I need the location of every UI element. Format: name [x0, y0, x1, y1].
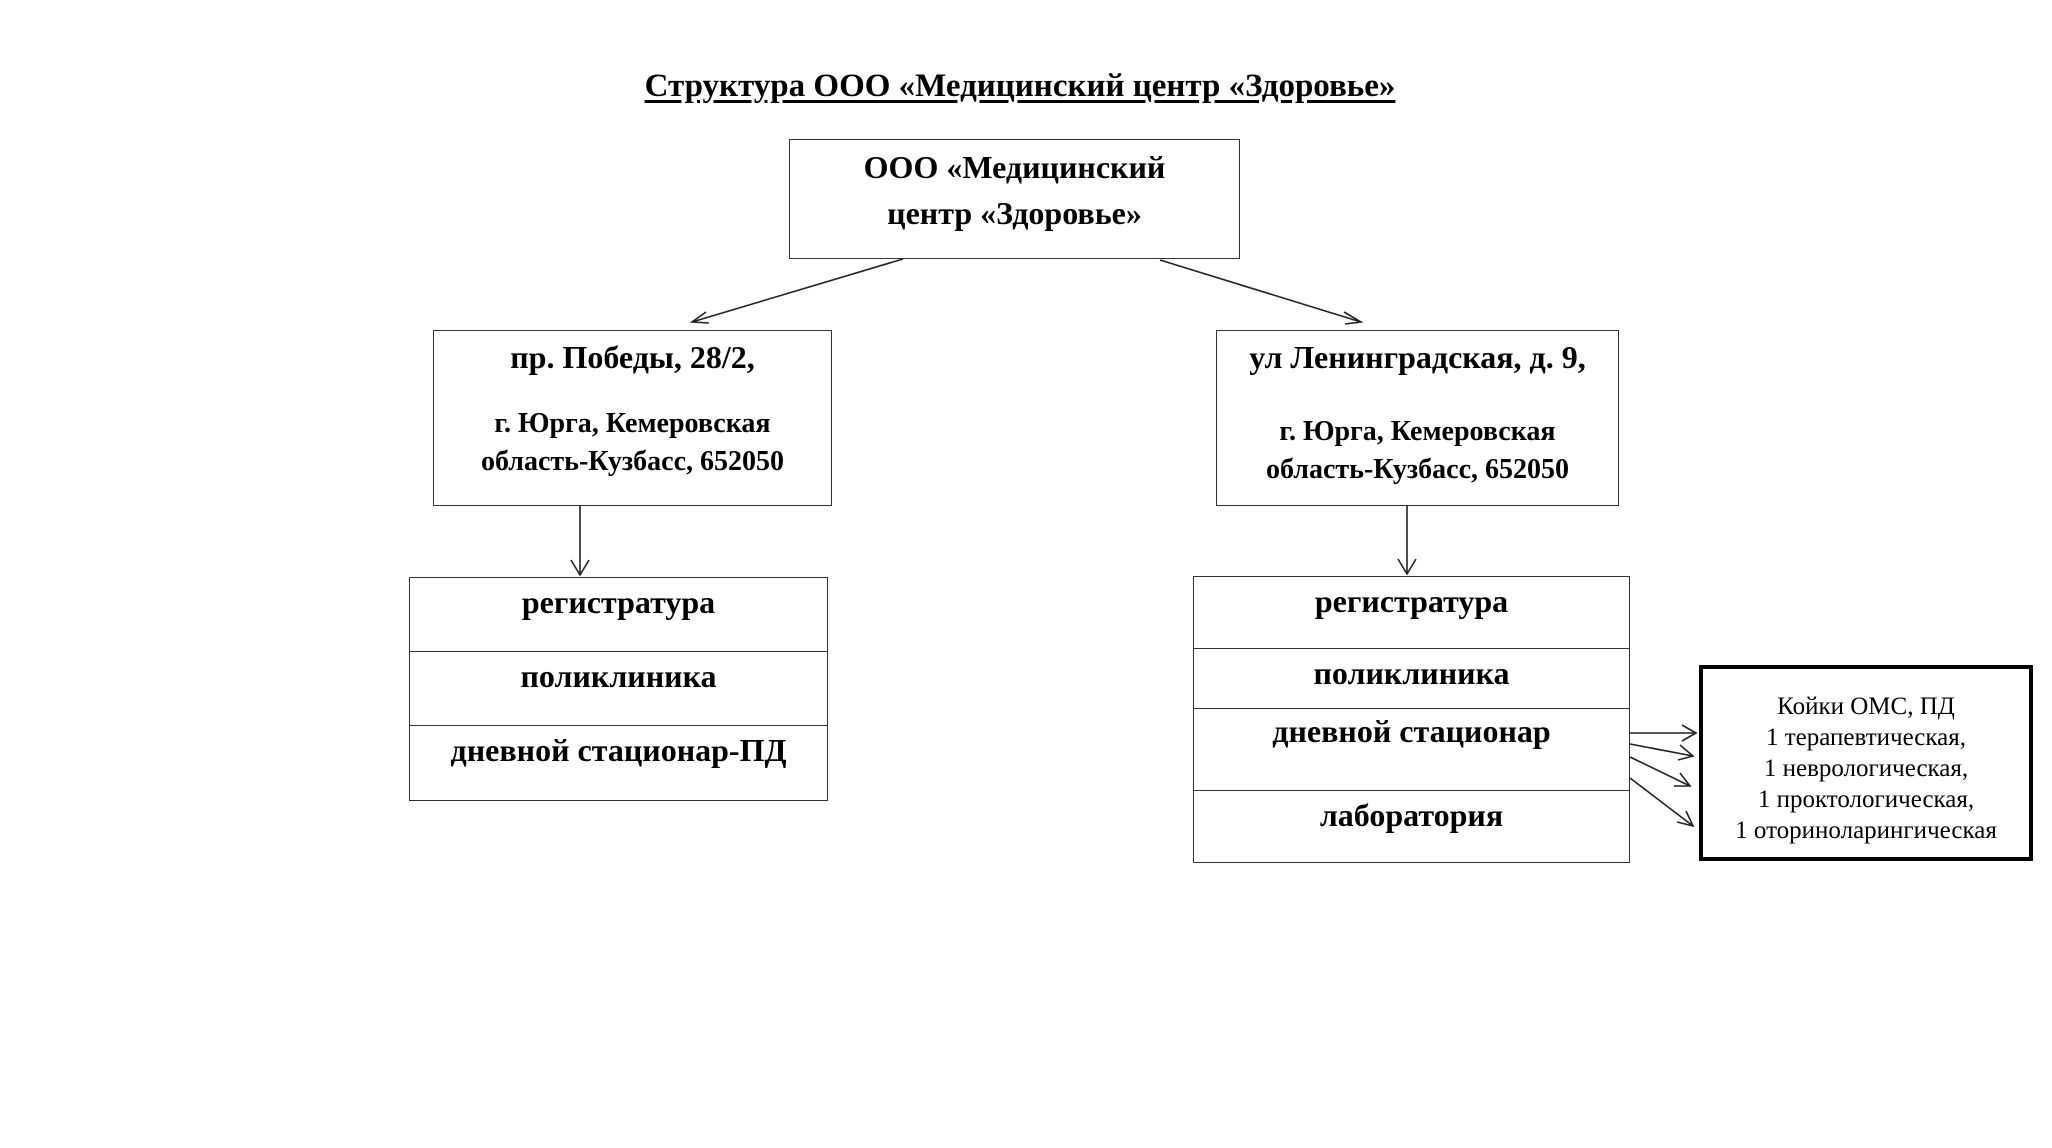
arrow-day-hospital-to-beds [1629, 756, 1691, 787]
beds-item: 1 терапевтическая, [1766, 724, 1966, 751]
department-registry: регистратура [410, 578, 827, 652]
branch-region: область-Кузбасс, 652050 [1265, 454, 1570, 485]
beds-item: 1 неврологическая, [1763, 755, 1969, 782]
arrowhead [689, 311, 710, 324]
arrow-day-hospital-to-beds [1629, 743, 1694, 757]
org-root-line1: ООО «Медицинский [863, 149, 1166, 185]
arrowhead [1676, 810, 1695, 828]
department-polyclinic: поликлиника [1194, 649, 1629, 709]
org-root-box: ООО «Медицинский центр «Здоровье» [789, 139, 1240, 259]
arrowhead [1681, 724, 1698, 742]
beds-item: 1 проктологическая, [1757, 786, 1975, 813]
branch-region: область-Кузбасс, 652050 [480, 446, 785, 477]
branch-street: ул Ленинградская, д. 9, [1249, 339, 1586, 375]
departments-list-pobedy: регистратура поликлиника дневной стацион… [409, 577, 828, 801]
department-laboratory: лаборатория [1319, 797, 1504, 833]
branch-street: пр. Победы, 28/2, [510, 339, 755, 375]
arrowhead [1397, 558, 1417, 576]
arrow-root-to-leningradskaya [1159, 259, 1362, 323]
beds-item: 1 оториноларингическая [1735, 817, 1997, 844]
arrowhead [570, 559, 590, 577]
diagram-title: Структура ООО «Медицинский центр «Здоров… [644, 68, 1396, 104]
department-registry: регистратура [1194, 577, 1629, 649]
branch-leningradskaya-box: ул Ленинградская, д. 9, г. Юрга, Кемеров… [1216, 330, 1619, 506]
arrowhead [1674, 772, 1692, 787]
arrowhead [1343, 311, 1364, 325]
org-root-line2: центр «Здоровье» [887, 195, 1142, 231]
beds-header: Койки ОМС, ПД [1777, 693, 1955, 720]
departments-list-leningradskaya: регистратура поликлиника дневной стацион… [1193, 576, 1630, 863]
branch-pobedy-box: пр. Победы, 28/2, г. Юрга, Кемеровская о… [433, 330, 832, 506]
beds-box: Койки ОМС, ПД 1 терапевтическая, 1 невро… [1699, 665, 2033, 861]
branch-city: г. Юрга, Кемеровская [494, 408, 771, 439]
arrow-root-to-pobedy [691, 258, 904, 323]
branch-city: г. Юрга, Кемеровская [1279, 416, 1556, 447]
department-day-hospital: дневной стационар-ПД [450, 732, 787, 768]
arrow-day-hospital-to-beds [1629, 777, 1694, 827]
arrowhead [1677, 744, 1695, 761]
department-polyclinic: поликлиника [410, 652, 827, 726]
department-day-hospital: дневной стационар [1194, 709, 1629, 791]
